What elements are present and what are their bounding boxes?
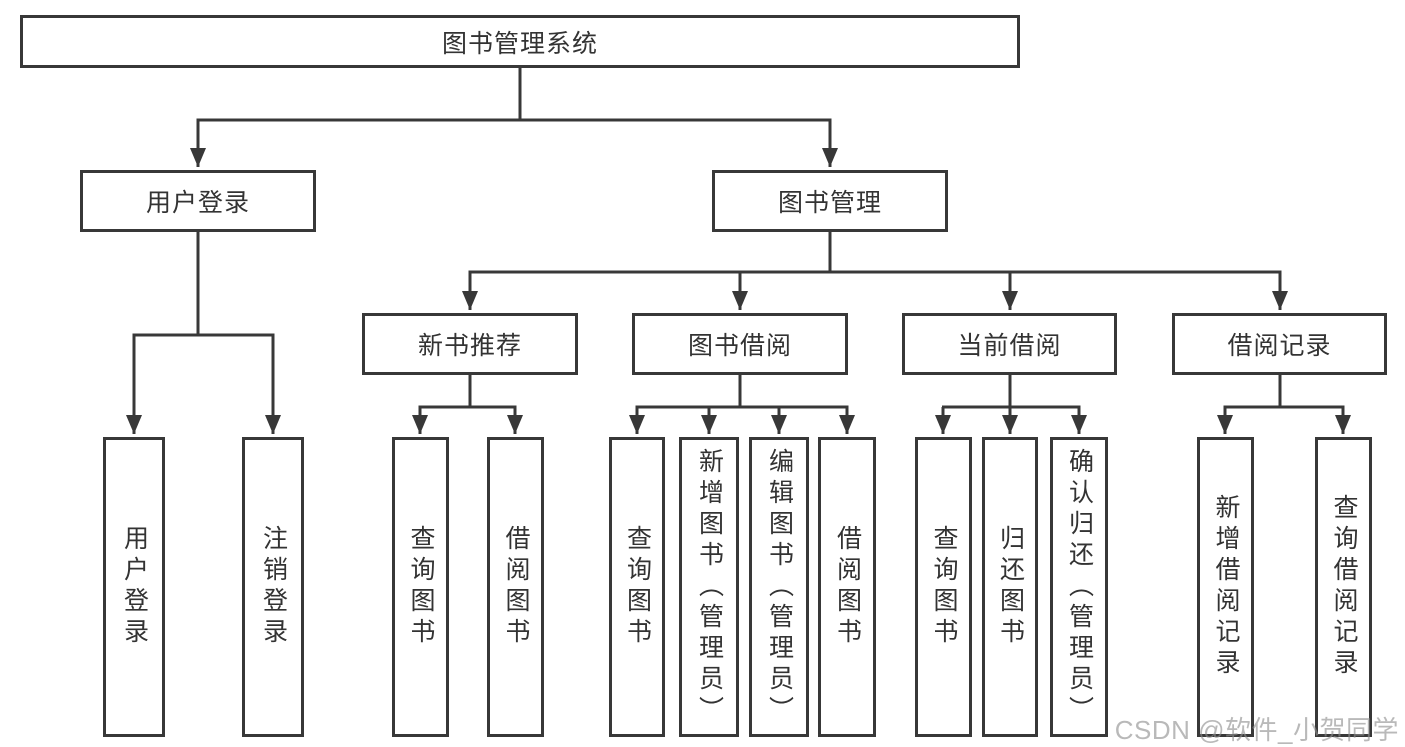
node-leaf-add-borrow-record: 新增借阅记录 xyxy=(1197,437,1254,737)
node-leaf-logout: 注销登录 xyxy=(242,437,304,737)
node-leaf-borrow-books-recommend: 借阅图书 xyxy=(487,437,544,737)
node-leaf-borrow-books: 借阅图书 xyxy=(818,437,876,737)
node-current-borrow: 当前借阅 xyxy=(902,313,1117,375)
edges-new-book-recommend-to-leaves xyxy=(412,375,523,434)
edges-book-management-to-level3 xyxy=(462,232,1288,310)
node-leaf-query-borrow-record: 查询借阅记录 xyxy=(1315,437,1372,737)
edges-root-to-level2 xyxy=(190,68,838,167)
node-new-book-recommend: 新书推荐 xyxy=(362,313,578,375)
node-leaf-return-books: 归还图书 xyxy=(982,437,1038,737)
node-book-management: 图书管理 xyxy=(712,170,948,232)
watermark-text: CSDN @软件_小贺同学 xyxy=(1114,715,1399,745)
node-leaf-query-books-recommend: 查询图书 xyxy=(392,437,449,737)
node-leaf-query-books-current: 查询图书 xyxy=(915,437,972,737)
edges-borrow-records-to-leaves xyxy=(1217,375,1351,434)
node-borrow-records: 借阅记录 xyxy=(1172,313,1387,375)
edges-book-borrow-to-leaves xyxy=(629,375,855,434)
node-library-management-system: 图书管理系统 xyxy=(20,15,1020,68)
node-leaf-user-login: 用户登录 xyxy=(103,437,165,737)
node-leaf-query-books-borrow: 查询图书 xyxy=(609,437,665,737)
edges-current-borrow-to-leaves xyxy=(935,375,1087,434)
node-leaf-confirm-return-admin: 确认归还（管理员） xyxy=(1050,437,1108,737)
edges-user-login-to-leaves xyxy=(126,232,281,434)
node-user-login: 用户登录 xyxy=(80,170,316,232)
node-book-borrow: 图书借阅 xyxy=(632,313,848,375)
node-leaf-add-book-admin: 新增图书（管理员） xyxy=(679,437,739,737)
node-leaf-edit-book-admin: 编辑图书（管理员） xyxy=(749,437,809,737)
